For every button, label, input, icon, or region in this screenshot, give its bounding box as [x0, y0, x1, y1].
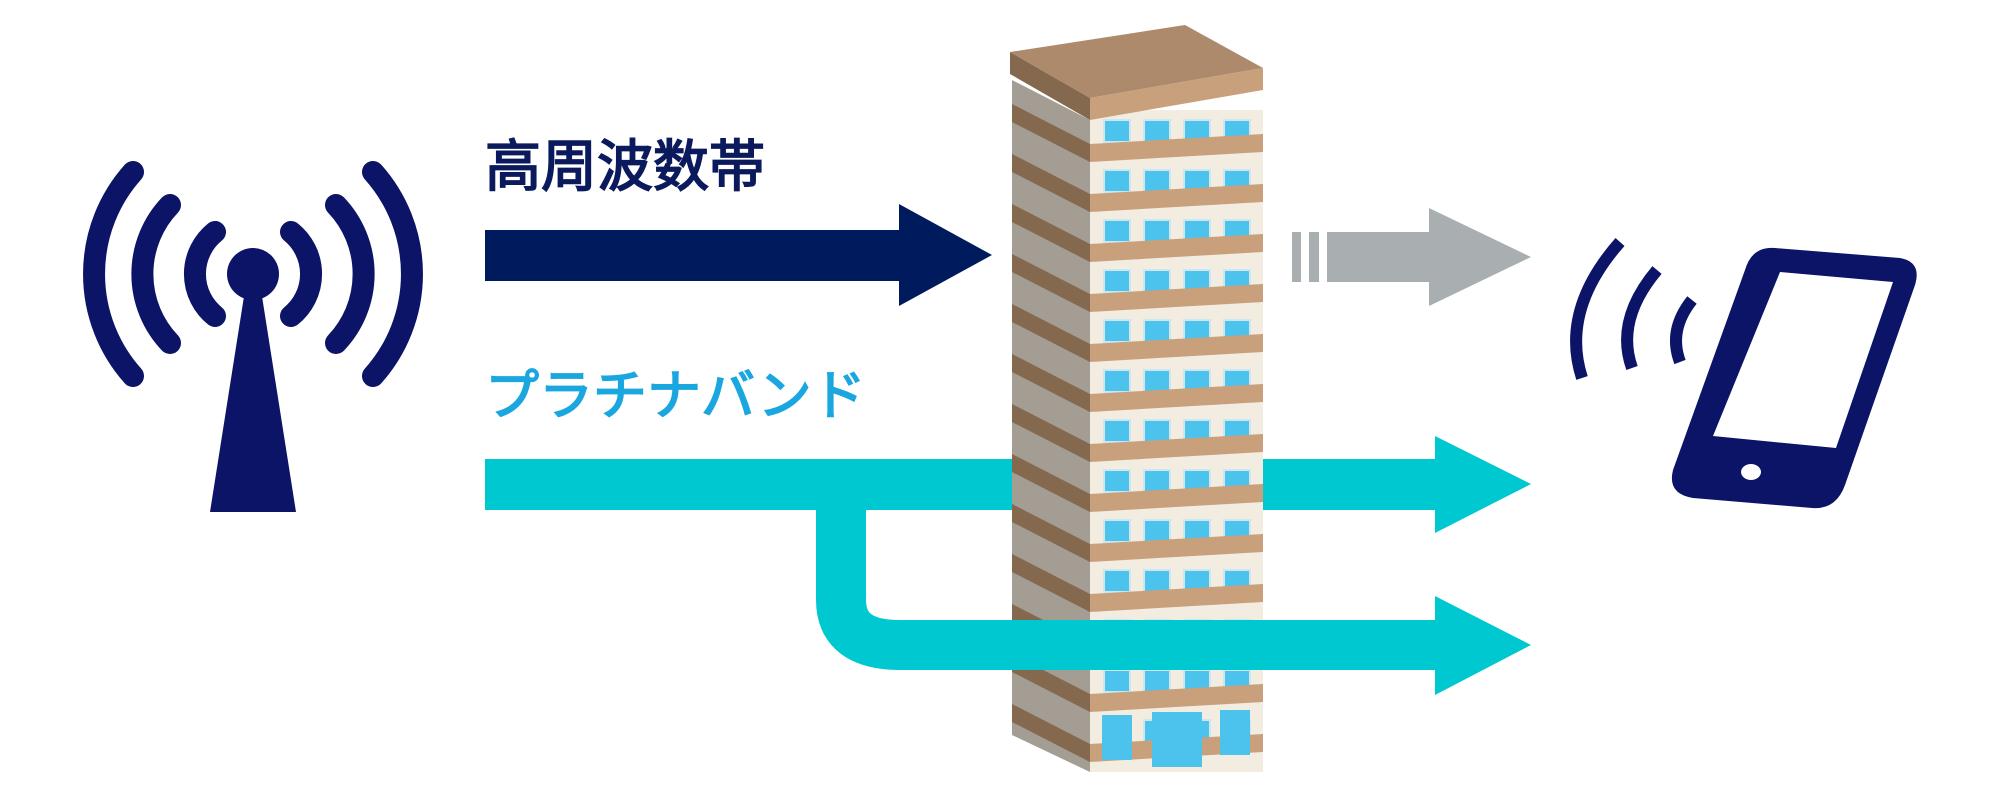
- window: [1103, 569, 1131, 593]
- window: [1103, 169, 1131, 193]
- floor-slab-side: [1012, 154, 1090, 212]
- floor-slab-front: [1090, 334, 1263, 362]
- window: [1103, 219, 1131, 243]
- floor-slab-side: [1012, 704, 1090, 762]
- window: [1143, 419, 1171, 443]
- window: [1103, 369, 1131, 393]
- window: [1143, 119, 1171, 143]
- floor-slab-front: [1090, 184, 1263, 212]
- floor-slab-front: [1090, 534, 1263, 562]
- window: [1103, 319, 1131, 343]
- floor-slab-front: [1090, 484, 1263, 512]
- window: [1143, 669, 1171, 693]
- window: [1103, 269, 1131, 293]
- floor-slab-side: [1012, 554, 1090, 612]
- window: [1143, 369, 1171, 393]
- window: [1103, 519, 1131, 543]
- smartphone-icon: [1671, 247, 1917, 509]
- entrance-door: [1152, 712, 1202, 767]
- floor-slab-side: [1012, 254, 1090, 312]
- floor-slab-front: [1090, 284, 1263, 312]
- platinum-band-label: プラチナバンド: [485, 364, 866, 427]
- platinum-band-arrow-direct: [485, 436, 1531, 533]
- roof-side: [1010, 52, 1090, 120]
- floor-slab-side: [1012, 504, 1090, 562]
- floor-slab-side: [1012, 104, 1090, 162]
- antenna-icon: [83, 161, 423, 512]
- window: [1103, 419, 1131, 443]
- blocked-signal-arrow: [1292, 208, 1531, 306]
- window: [1103, 469, 1131, 493]
- window: [1143, 519, 1171, 543]
- signal-waves-icon: [1570, 238, 1697, 380]
- floor-slab-side: [1012, 354, 1090, 412]
- roof-top: [1010, 25, 1263, 98]
- floor-slab-front: [1090, 134, 1263, 162]
- floor-slab-side: [1012, 304, 1090, 362]
- window: [1103, 669, 1131, 693]
- window: [1143, 319, 1171, 343]
- window: [1143, 569, 1171, 593]
- high-frequency-arrow: [485, 204, 992, 306]
- floor-slab-front: [1090, 684, 1263, 712]
- window: [1143, 469, 1171, 493]
- window: [1143, 269, 1171, 293]
- window: [1220, 710, 1250, 755]
- floor-slab-front: [1090, 434, 1263, 462]
- roof-front: [1090, 68, 1263, 120]
- floor-slab-side: [1012, 454, 1090, 512]
- window: [1143, 169, 1171, 193]
- floor-slab-front: [1090, 584, 1263, 612]
- window: [1102, 715, 1132, 760]
- platinum-band-arrow-detour: [816, 505, 1531, 695]
- floor-slab-side: [1012, 204, 1090, 262]
- window: [1143, 219, 1171, 243]
- window: [1103, 119, 1131, 143]
- floor-slab-front: [1090, 384, 1263, 412]
- floor-slab-side: [1012, 404, 1090, 462]
- floor-slab-front: [1090, 234, 1263, 262]
- high-frequency-label: 高周波数帯: [485, 135, 765, 200]
